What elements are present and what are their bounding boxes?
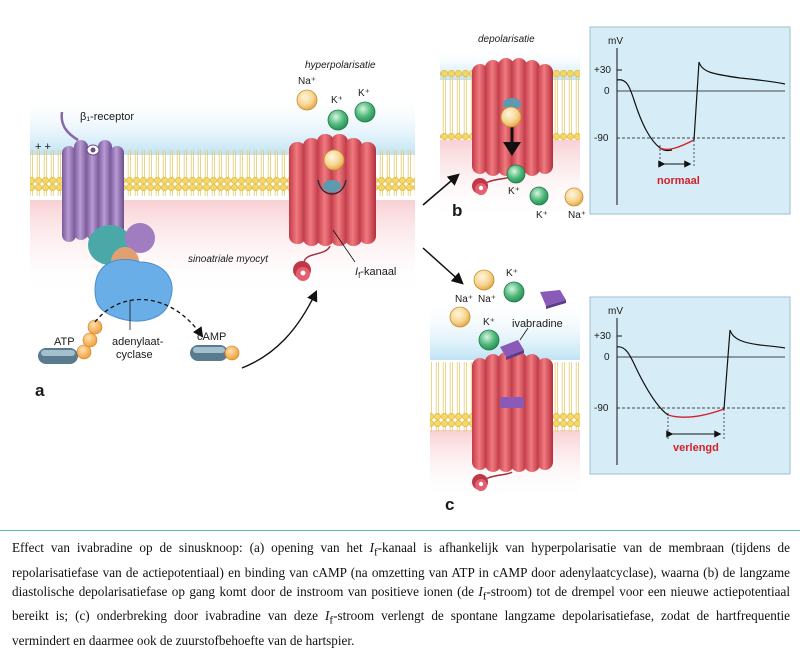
graph-bottom-tick-zero: 0 (604, 352, 610, 363)
arrow-to-b (422, 173, 460, 206)
channel-pointer (332, 229, 356, 263)
ivabradine-diagram: + + β₁-receptor hyperpolarisatie depolar… (30, 26, 791, 514)
ivabradine-molecules (500, 290, 566, 360)
receptor-label: β₁-receptor (80, 111, 134, 123)
camp-molecule (190, 345, 240, 361)
arrow-to-c (422, 247, 464, 285)
myocyte-label: sinoatriale myocyt (188, 254, 269, 265)
beta1-receptor (60, 111, 124, 242)
figure-caption: Effect van ivabradine op de sinusknoop: … (12, 540, 790, 648)
ion-label-k: K⁺ (483, 317, 495, 328)
atp-label: ATP (54, 336, 75, 348)
ion-label-k: K⁺ (536, 210, 548, 221)
graph-top-tick-high: +30 (594, 65, 611, 76)
camp-to-channel-arrow (241, 289, 318, 369)
graph-top-tick-zero: 0 (604, 86, 610, 97)
graph-top-phase-label: normaal (657, 175, 700, 187)
graph-top-unit: mV (608, 36, 623, 47)
graph-bottom-unit: mV (608, 306, 623, 317)
ions-panel-b (500, 106, 584, 207)
ion-label-na: Na⁺ (568, 210, 586, 221)
depolarization-label: depolarisatie (478, 34, 535, 45)
graph-bottom-phase-label: verlengd (673, 442, 719, 454)
ion-label-na: Na⁺ (478, 294, 496, 305)
ions-panel-a (296, 89, 376, 171)
channel-label: If-kanaal (355, 266, 396, 280)
camp-label: cAMP (197, 331, 226, 343)
ion-label-na: Na⁺ (298, 76, 316, 87)
graph-prolonged (589, 296, 791, 475)
panel-b-label: b (452, 201, 462, 220)
panel-c-label: c (445, 495, 454, 514)
ion-label-k: K⁺ (331, 95, 343, 106)
plus-signs-label: + + (35, 141, 51, 153)
ivabradine-pointer (519, 327, 529, 341)
ions-panel-c (449, 269, 525, 351)
enzyme-label-line1: adenylaat- (112, 336, 164, 348)
atp-molecule (38, 319, 103, 364)
caption-divider (0, 530, 800, 531)
ion-label-na: Na⁺ (455, 294, 473, 305)
ion-label-k: K⁺ (508, 186, 520, 197)
ivabradine-label: ivabradine (512, 318, 563, 330)
panel-a-label: a (35, 381, 45, 400)
conversion-arrow (94, 298, 204, 338)
graph-top-tick-low: -90 (594, 133, 609, 144)
hyperpolarization-label: hyperpolarisatie (305, 60, 376, 71)
adenylate-cyclase (88, 223, 173, 322)
enzyme-label-line2: cyclase (116, 349, 153, 361)
graph-normal (589, 26, 791, 215)
ion-label-k: K⁺ (506, 268, 518, 279)
if-channel-blocked (472, 352, 553, 491)
ion-label-k: K⁺ (358, 88, 370, 99)
graph-bottom-tick-low: -90 (594, 403, 609, 414)
graph-bottom-tick-high: +30 (594, 331, 611, 342)
